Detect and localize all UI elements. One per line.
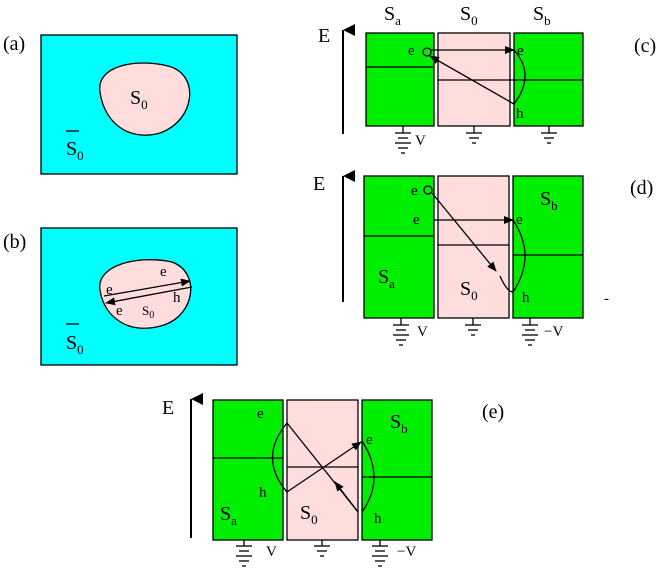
trajectory-curve: [499, 275, 514, 293]
electron-label: e: [366, 432, 373, 448]
sa-block: [365, 32, 435, 127]
electron-label: e: [517, 43, 524, 59]
electron-label: e: [106, 282, 113, 298]
stray-mark: -: [604, 291, 609, 307]
sa-label: Sa: [384, 3, 401, 28]
energy-axis-label: E: [318, 25, 330, 47]
bias-label: V: [266, 544, 277, 560]
s0-label: S0: [300, 502, 318, 527]
panel-b: (b) e e e h S0 S0: [3, 227, 238, 366]
electron-path: [103, 278, 191, 297]
sb-label: Sb: [540, 188, 558, 213]
panel-c: E Sa S0 Sb e e h V (c): [318, 3, 656, 154]
s0-label: S0: [460, 3, 478, 28]
panel-d: E e e e h Sb Sa S0 V: [313, 170, 653, 346]
andreev-reflection-curve: [513, 49, 526, 105]
sa-label: Sa: [220, 503, 237, 528]
panel-d-tag: (d): [630, 177, 653, 199]
ground-symbol: [393, 318, 409, 346]
andreev-reflection-curve: [512, 219, 526, 293]
s0-block: [286, 399, 359, 541]
sa-label: Sa: [378, 266, 395, 291]
bias-label: −V: [397, 544, 416, 560]
panel-c-tag: (c): [634, 35, 656, 57]
outer-region-label: S0: [66, 138, 84, 163]
sa-block: [363, 175, 435, 319]
electron-path: [286, 441, 362, 493]
bias-label: −V: [544, 324, 563, 340]
energy-axis-label: E: [313, 173, 325, 195]
hole-label: h: [516, 106, 524, 122]
andreev-reflection-curve: [361, 440, 375, 513]
ground-symbol: [395, 126, 411, 154]
energy-axis-label: E: [162, 397, 174, 419]
hole-label: h: [374, 511, 382, 527]
electron-label: e: [516, 212, 523, 228]
hole-path: [334, 481, 359, 513]
inner-region: [99, 259, 192, 329]
panel-a-tag: (a): [3, 33, 25, 55]
panel-e-tag: (e): [482, 401, 504, 423]
ground-symbol: [372, 540, 388, 567]
panel-b-tag: (b): [3, 231, 26, 253]
panel-a: (a) S0 S0: [3, 33, 238, 175]
sb-block: [361, 399, 433, 541]
ground-symbol: [541, 126, 557, 144]
sb-label: Sb: [390, 411, 408, 436]
electron-path: [431, 192, 497, 272]
ground-symbol: [236, 540, 252, 567]
inner-region: [99, 62, 191, 136]
hole-label: h: [173, 290, 181, 306]
ground-symbol: [522, 318, 538, 346]
electron-start: [422, 47, 432, 57]
hole-path: [429, 55, 515, 105]
electron-label: e: [411, 183, 418, 199]
hole-path: [105, 286, 193, 306]
bias-label: V: [417, 324, 428, 340]
outer-region-label: S0: [66, 332, 84, 357]
bias-label: V: [415, 133, 426, 149]
s0-label: S0: [460, 278, 478, 303]
electron-label: e: [413, 212, 420, 228]
electron-label: e: [257, 406, 264, 422]
hole-label: h: [522, 290, 530, 306]
s0-block: [437, 175, 510, 319]
ground-symbol: [314, 540, 330, 557]
ground-symbol: [466, 126, 482, 144]
electron-label: e: [160, 264, 167, 280]
andreev-reflection-curve: [271, 422, 288, 493]
inner-region-label: S0: [142, 303, 154, 321]
electron-label: e: [116, 303, 123, 319]
hole-label: h: [259, 485, 267, 501]
sa-block: [212, 399, 284, 541]
sb-label: Sb: [533, 3, 551, 28]
inner-region-label: S0: [130, 87, 148, 112]
ground-symbol: [465, 318, 481, 336]
panel-e: E e h e h Sb Sa S0 V: [162, 393, 504, 567]
electron-start: [423, 185, 433, 195]
electron-label: e: [408, 43, 415, 59]
